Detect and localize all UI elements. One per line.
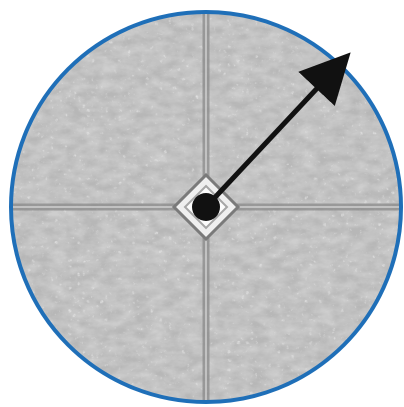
pivot-dot-icon [192,193,220,221]
